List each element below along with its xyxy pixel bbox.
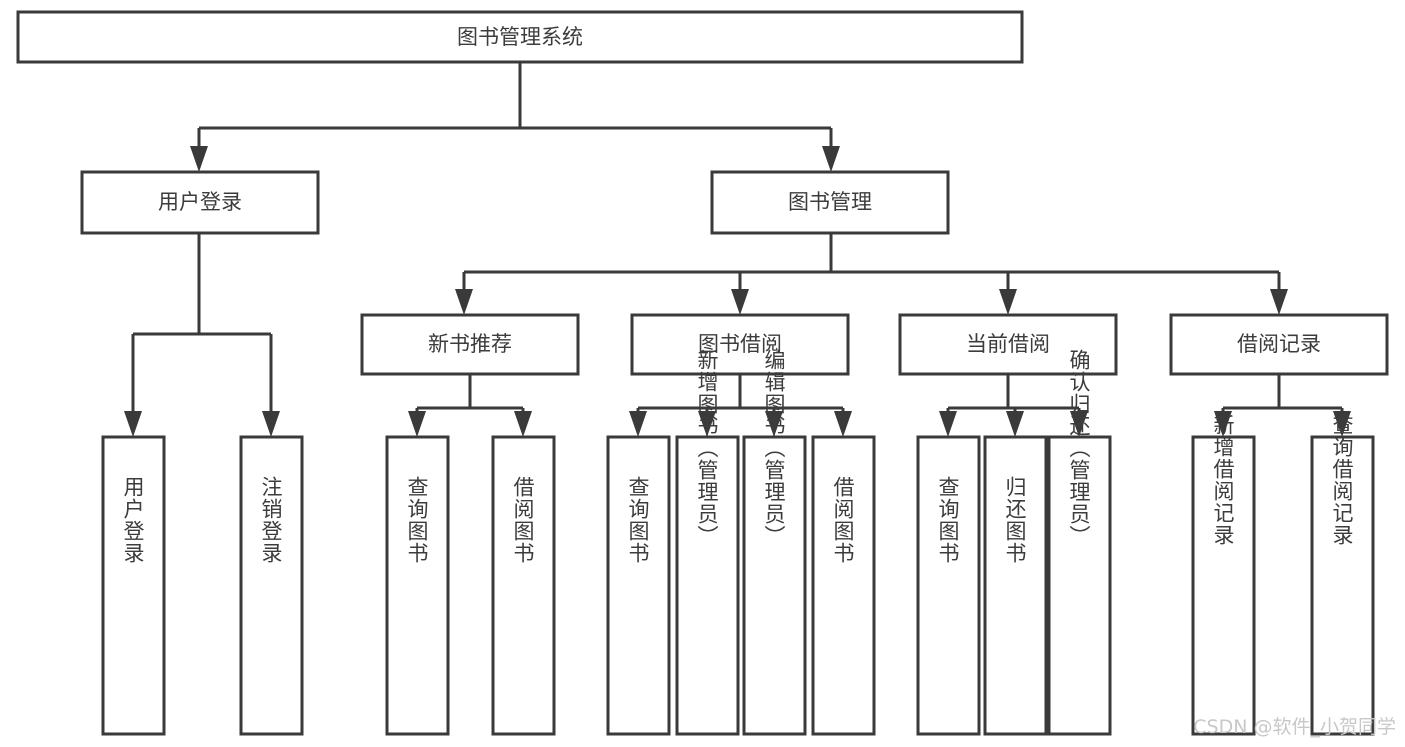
node-user-login-box: [80, 170, 320, 235]
node-leaf-logout-login-box: [239, 435, 304, 736]
arrowhead-leaf-add-record: [1214, 411, 1232, 437]
node-leaf-query-book-1[interactable]: 查询图书: [385, 435, 450, 736]
node-leaf-query-book-2-box: [606, 435, 671, 736]
node-leaf-query-book-1-label: 查询图书: [405, 476, 429, 564]
node-leaf-query-book-3-label: 查询图书: [936, 476, 960, 564]
arrowhead-leaf-confirm-return: [1070, 411, 1088, 437]
node-leaf-borrow-book-1-label: 借阅图书: [511, 476, 535, 564]
node-current-borrow[interactable]: 当前借阅: [898, 313, 1118, 376]
node-leaf-logout-login-label: 注销登录: [259, 476, 283, 564]
arrowhead-leaf-user-login: [124, 411, 142, 437]
node-user-login[interactable]: 用户登录: [80, 170, 320, 235]
node-leaf-logout-login[interactable]: 注销登录: [239, 435, 304, 736]
arrowhead-leaf-query-book-1: [408, 411, 426, 437]
arrowhead-leaf-return-book: [1006, 411, 1024, 437]
node-book-manage[interactable]: 图书管理: [710, 170, 950, 235]
arrowhead-leaf-add-book: [698, 411, 716, 437]
node-leaf-add-record[interactable]: 新增借阅记录: [1191, 414, 1256, 736]
node-leaf-add-book-label: 新增图书（管理员）: [695, 349, 719, 547]
node-new-book-recommend-box: [360, 313, 580, 376]
node-leaf-query-record[interactable]: 查询借阅记录: [1310, 414, 1375, 736]
node-borrow-record[interactable]: 借阅记录: [1169, 313, 1389, 376]
node-leaf-return-book[interactable]: 归还图书: [983, 435, 1048, 736]
node-leaf-borrow-book-2-box: [811, 435, 876, 736]
node-book-borrow[interactable]: 图书借阅: [630, 313, 850, 376]
node-leaf-confirm-return-label: 确认归还（管理员）: [1067, 349, 1091, 547]
node-new-book-recommend-label: 新书推荐: [428, 332, 512, 356]
arrowhead-book-manage: [822, 146, 840, 172]
node-leaf-edit-book[interactable]: 编辑图书（管理员）: [742, 349, 807, 736]
node-leaf-query-record-box: [1310, 435, 1375, 736]
node-user-login-label: 用户登录: [158, 190, 242, 214]
node-leaf-confirm-return[interactable]: 确认归还（管理员）: [1047, 349, 1112, 736]
node-book-manage-label: 图书管理: [788, 190, 872, 214]
node-leaf-borrow-book-1-box: [491, 435, 556, 736]
node-leaf-query-book-2[interactable]: 查询图书: [606, 435, 671, 736]
node-book-borrow-label: 图书借阅: [698, 332, 782, 356]
node-root-box: [16, 10, 1024, 64]
arrowhead-user-login: [190, 146, 208, 172]
node-root-label: 图书管理系统: [457, 25, 583, 49]
arrowhead-leaf-borrow-book-1: [514, 411, 532, 437]
node-leaf-confirm-return-box: [1047, 435, 1112, 736]
node-leaf-return-book-label: 归还图书: [1003, 476, 1027, 564]
node-leaf-add-book[interactable]: 新增图书（管理员）: [675, 349, 740, 736]
node-leaf-query-record-label: 查询借阅记录: [1330, 414, 1354, 546]
node-leaf-user-login-label: 用户登录: [121, 476, 145, 564]
arrowhead-leaf-query-book-2: [629, 411, 647, 437]
node-borrow-record-box: [1169, 313, 1389, 376]
node-current-borrow-label: 当前借阅: [966, 332, 1050, 356]
node-borrow-record-label: 借阅记录: [1237, 332, 1321, 356]
arrowhead-new-book-recommend: [455, 289, 473, 315]
node-leaf-borrow-book-2[interactable]: 借阅图书: [811, 435, 876, 736]
node-leaf-edit-book-box: [742, 435, 807, 736]
node-leaf-add-record-box: [1191, 435, 1256, 736]
node-leaf-add-book-box: [675, 435, 740, 736]
node-leaf-query-book-3[interactable]: 查询图书: [916, 435, 981, 736]
node-book-manage-box: [710, 170, 950, 235]
node-leaf-query-book-1-box: [385, 435, 450, 736]
node-leaf-user-login[interactable]: 用户登录: [101, 435, 166, 736]
arrowhead-leaf-logout-login: [262, 411, 280, 437]
arrowhead-borrow-record: [1270, 289, 1288, 315]
node-leaf-return-book-box: [983, 435, 1048, 736]
arrowhead-leaf-borrow-book-2: [834, 411, 852, 437]
arrowhead-leaf-query-record: [1333, 411, 1351, 437]
node-leaf-borrow-book-1[interactable]: 借阅图书: [491, 435, 556, 736]
node-new-book-recommend[interactable]: 新书推荐: [360, 313, 580, 376]
node-leaf-user-login-box: [101, 435, 166, 736]
arrowhead-leaf-edit-book: [765, 411, 783, 437]
csdn-watermark: CSDN @软件_小贺同学: [1193, 716, 1396, 738]
node-leaf-query-book-2-label: 查询图书: [626, 476, 650, 564]
node-current-borrow-box: [898, 313, 1118, 376]
node-leaf-borrow-book-2-label: 借阅图书: [831, 476, 855, 564]
node-leaf-edit-book-label: 编辑图书（管理员）: [762, 349, 786, 547]
arrowhead-leaf-query-book-3: [939, 411, 957, 437]
node-leaf-query-book-3-box: [916, 435, 981, 736]
edge-layer: [124, 62, 1351, 437]
node-book-borrow-box: [630, 313, 850, 376]
node-leaf-add-record-label: 新增借阅记录: [1211, 414, 1235, 546]
node-root[interactable]: 图书管理系统: [16, 10, 1024, 64]
arrowhead-current-borrow: [999, 289, 1017, 315]
arrowhead-book-borrow: [731, 289, 749, 315]
